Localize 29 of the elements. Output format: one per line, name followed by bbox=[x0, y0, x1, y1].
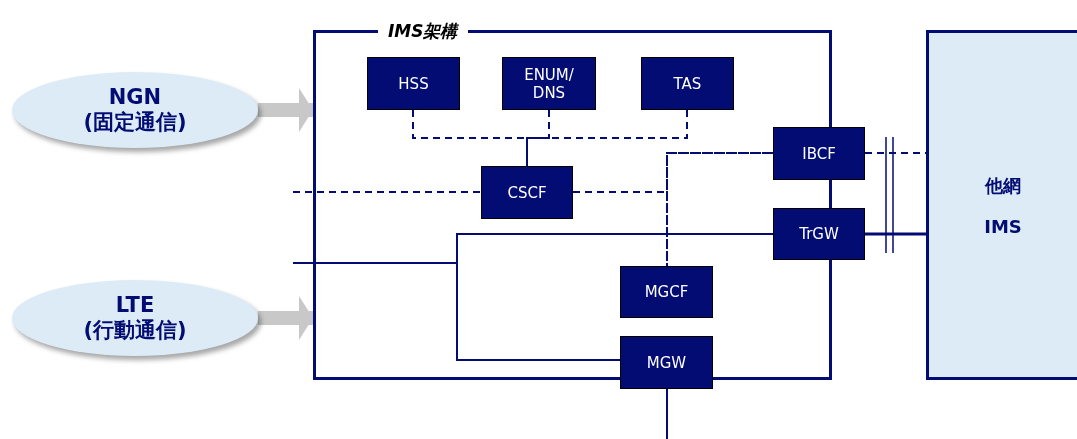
function-box bbox=[773, 208, 865, 260]
chevron-arrow bbox=[258, 296, 313, 340]
box-label: ENUM/ DNS bbox=[523, 65, 575, 102]
dashed-connector bbox=[666, 152, 774, 267]
network-block bbox=[926, 30, 1077, 380]
network-label: LTE (行動通信) bbox=[82, 292, 188, 344]
network-label: NGN (固定通信) bbox=[82, 84, 188, 136]
function-box bbox=[502, 57, 596, 110]
frame-title: IMS架構 bbox=[378, 20, 468, 43]
dashed-connector bbox=[526, 109, 550, 167]
function-box bbox=[481, 166, 573, 219]
network-label: IMS bbox=[984, 215, 1022, 237]
network-label: 他網 bbox=[985, 173, 1021, 198]
connector bbox=[865, 232, 926, 236]
dashed-connector bbox=[292, 191, 482, 193]
function-box bbox=[367, 57, 460, 110]
chevron-arrow bbox=[258, 88, 313, 132]
function-box bbox=[620, 266, 713, 318]
function-box bbox=[620, 336, 713, 389]
box-label: MGCF bbox=[644, 283, 689, 301]
connector bbox=[666, 388, 668, 439]
box-label: MGW bbox=[646, 353, 687, 372]
function-box bbox=[773, 127, 865, 180]
box-label: IBCF bbox=[802, 144, 836, 163]
box-label: TrGW bbox=[799, 225, 839, 243]
function-box bbox=[641, 57, 734, 110]
box-label: TAS bbox=[673, 74, 702, 93]
box-label: HSS bbox=[398, 74, 429, 93]
box-label: CSCF bbox=[507, 183, 547, 202]
